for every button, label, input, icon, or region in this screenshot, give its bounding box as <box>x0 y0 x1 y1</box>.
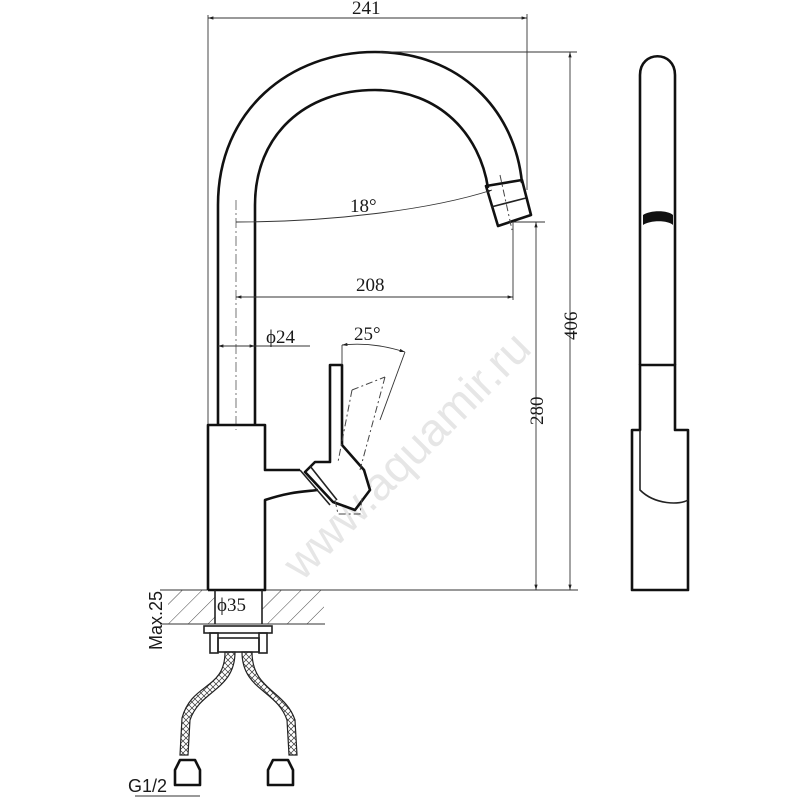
label-phi-35: ϕ35 <box>217 595 246 616</box>
label-208: 208 <box>356 275 385 296</box>
faucet-body: 25° <box>206 324 406 592</box>
label-25-degrees: 25° <box>354 324 381 345</box>
countertop-section: ϕ35 Max.25 <box>146 590 325 650</box>
dimension-spout-reach: 208 <box>236 222 514 300</box>
dimension-spout-diameter: ϕ24 <box>218 327 310 348</box>
label-phi-24: ϕ24 <box>266 327 296 348</box>
faucet-side-view <box>630 54 690 592</box>
label-241: 241 <box>352 0 381 19</box>
dimension-spout-angle: 18° <box>235 189 493 223</box>
mounting-hardware: G1/2 <box>128 625 298 797</box>
faucet-spout <box>216 50 533 430</box>
watermark-text: www.aquamir.ru <box>272 321 541 590</box>
label-18-degrees: 18° <box>350 196 377 217</box>
dimension-total-width: 241 <box>207 0 528 425</box>
label-max-25: Max.25 <box>146 591 166 650</box>
label-280: 280 <box>527 397 548 426</box>
label-g-1-2: G1/2 <box>128 776 167 796</box>
label-406: 406 <box>561 312 582 341</box>
dimension-heights: 280 406 <box>160 51 582 591</box>
